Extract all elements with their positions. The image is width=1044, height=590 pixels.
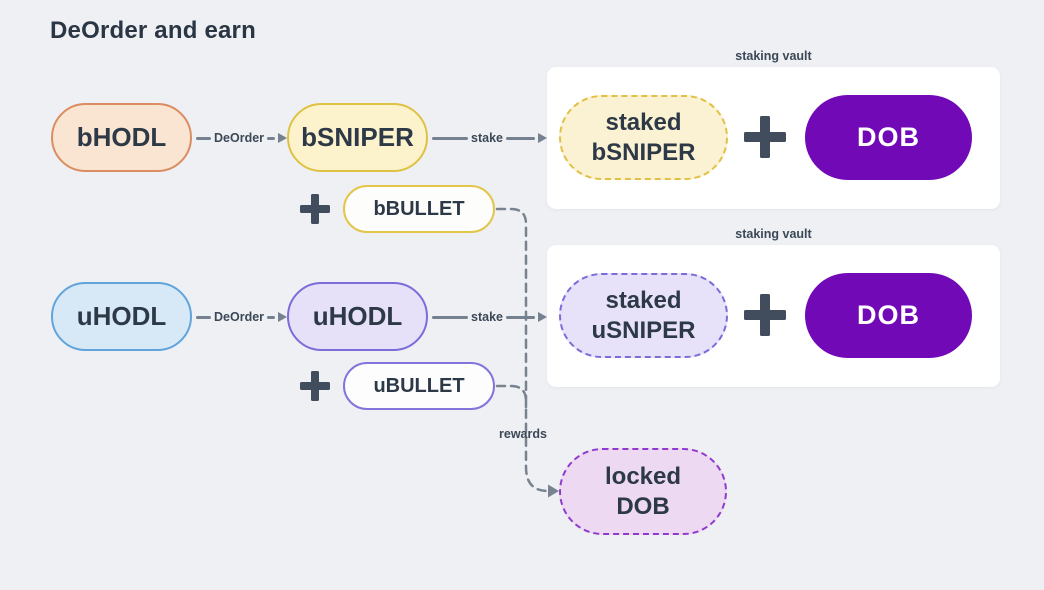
locked-dob-line1: locked	[604, 463, 682, 491]
arrow-line	[196, 315, 211, 319]
arrow-line	[505, 136, 535, 140]
node-bhodl: bHODL	[51, 103, 192, 172]
edge-stake-top-label: stake	[471, 131, 503, 145]
plus-icon	[300, 194, 330, 224]
node-staked-bsniper: staked bSNIPER	[559, 95, 728, 180]
page-title: DeOrder and earn	[50, 17, 256, 44]
staked-bsniper-line1: staked	[605, 109, 682, 137]
arrow-line	[267, 136, 275, 140]
staking-vault-label-top: staking vault	[735, 49, 812, 63]
node-dob-bottom: DOB	[805, 273, 972, 358]
node-staked-usniper: staked uSNIPER	[559, 273, 728, 358]
edge-stake-bottom: stake	[432, 310, 547, 324]
arrow-line	[432, 315, 468, 319]
edge-deorder-top-label: DeOrder	[214, 131, 265, 145]
node-locked-dob: locked DOB	[559, 448, 727, 535]
arrow-head-icon	[538, 133, 547, 143]
node-bbullet: bBULLET	[343, 185, 495, 233]
node-dob-top: DOB	[805, 95, 972, 180]
arrow-line	[196, 136, 211, 140]
node-uhodl-deordered: uHODL	[287, 282, 428, 351]
arrow-head-icon	[538, 312, 547, 322]
plus-icon	[300, 371, 330, 401]
edge-deorder-bottom: DeOrder	[196, 310, 287, 324]
node-uhodl-source: uHODL	[51, 282, 192, 351]
arrow-line	[267, 315, 275, 319]
edge-deorder-bottom-label: DeOrder	[214, 310, 265, 324]
locked-dob-line2: DOB	[616, 492, 670, 520]
rewards-arrowhead-icon	[548, 484, 559, 498]
node-ubullet: uBULLET	[343, 362, 495, 410]
arrow-head-icon	[278, 312, 287, 322]
edge-deorder-top: DeOrder	[196, 131, 287, 145]
edge-stake-top: stake	[432, 131, 547, 145]
plus-icon	[744, 116, 786, 158]
staked-usniper-line2: uSNIPER	[591, 316, 696, 344]
edge-stake-bottom-label: stake	[471, 310, 503, 324]
plus-icon	[744, 294, 786, 336]
staked-bsniper-line2: bSNIPER	[591, 138, 696, 166]
edge-rewards-label: rewards	[499, 427, 547, 441]
arrow-head-icon	[278, 133, 287, 143]
staking-vault-label-bottom: staking vault	[735, 227, 812, 241]
arrow-line	[432, 136, 468, 140]
node-bsniper: bSNIPER	[287, 103, 428, 172]
arrow-line	[505, 315, 535, 319]
staked-usniper-line1: staked	[605, 287, 682, 315]
